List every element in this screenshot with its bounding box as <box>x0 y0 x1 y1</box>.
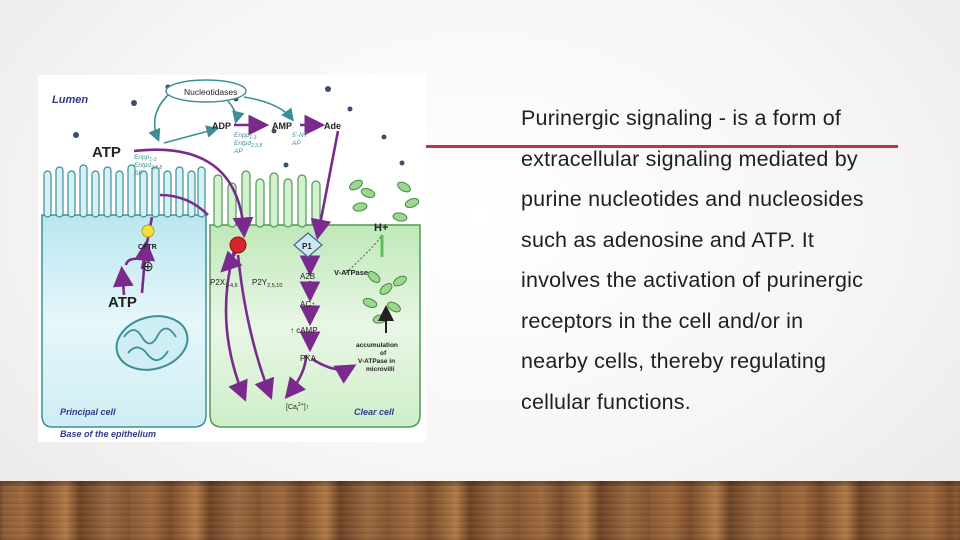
label-a2b: A2B <box>300 272 315 281</box>
label-accum-2: of <box>380 350 387 357</box>
label-accum-4: microvilli <box>366 366 395 373</box>
label-cftr: CFTR <box>138 244 157 251</box>
label-accum-3: V-ATPase in <box>358 358 395 365</box>
label-p2y: P2Y2,5,10 <box>252 278 282 289</box>
label-v-atpase: V-ATPase <box>334 268 368 277</box>
label-atp-cell: ATP <box>108 294 137 311</box>
text-line: involves the activation of purinergic <box>521 268 864 292</box>
label-p1: P1 <box>302 242 312 251</box>
label-enpp-1: Enpp1-3 <box>134 154 157 163</box>
label-ap-3: AP <box>291 140 301 147</box>
teal-arrows <box>148 94 294 144</box>
label-atp-top: ATP <box>92 144 121 161</box>
label-enpp-2: Enpp1-3 <box>234 132 257 141</box>
label-cai: [Cai2+]↑ <box>286 402 309 413</box>
label-lumen: Lumen <box>52 94 88 106</box>
label-nucleotidases: Nucleotidases <box>184 87 237 97</box>
diagram-svg: Lumen Nucleotidases ADP AMP Ade ATP Enpp… <box>41 79 421 439</box>
label-ac: AC↑ <box>300 300 315 309</box>
label-adp: ADP <box>212 121 231 131</box>
p2-receptor <box>229 236 247 254</box>
label-camp: ↑ cAMP <box>290 326 318 335</box>
label-h-plus: H+ <box>374 222 388 234</box>
text-line: receptors in the cell and/or in <box>521 308 804 333</box>
text-line: nearby cells, thereby regulating <box>521 349 827 373</box>
p1-receptor <box>293 232 323 258</box>
mitochondrion <box>115 315 189 371</box>
label-ade: Ade <box>324 121 341 131</box>
label-entpd-2: Entpd2,3,8 <box>234 140 262 149</box>
wood-floor <box>0 481 960 540</box>
label-accum-1: accumulation <box>356 342 398 349</box>
label-plus: ⊕ <box>142 258 154 274</box>
purple-arrows <box>112 114 357 402</box>
principal-cell-body <box>41 214 207 428</box>
label-pka: PKA <box>300 354 317 363</box>
label-ap-2: AP <box>233 148 243 155</box>
text-line: Purinergic signaling - is a form of <box>521 106 842 130</box>
label-amp: AMP <box>272 121 292 131</box>
label-entpd-1: Entpd2,3,8 <box>134 162 162 171</box>
cftr-channel <box>141 224 155 238</box>
text-line: such as adenosine and ATP. It <box>521 227 815 252</box>
text-line: extracellular signaling mediated by <box>521 146 858 171</box>
label-principal-cell: Principal cell <box>60 407 116 417</box>
purinergic-signaling-diagram: Lumen Nucleotidases ADP AMP Ade ATP Enpp… <box>38 75 426 442</box>
nucleotidases-oval <box>165 79 247 103</box>
label-ap-1: AP <box>133 170 143 177</box>
accent-divider <box>426 145 898 148</box>
label-p2x: P2X1-4,6 <box>210 278 238 289</box>
label-clear-cell: Clear cell <box>354 407 395 417</box>
label-base-epithelium: Base of the epithelium <box>60 429 156 439</box>
clear-cell-microvilli <box>213 170 321 228</box>
diagram-labels: Lumen Nucleotidases ADP AMP Ade ATP Enpp… <box>52 87 398 439</box>
label-5nt: 5'-NT <box>292 132 309 139</box>
principal-microvilli <box>43 164 206 218</box>
slide-body-text: Purinergic signaling - is a form of extr… <box>521 98 931 422</box>
text-line: purine nucleotides and nucleosides <box>521 187 864 211</box>
text-line: cellular functions. <box>521 389 691 414</box>
v-atpase-dashed-path <box>345 234 383 274</box>
